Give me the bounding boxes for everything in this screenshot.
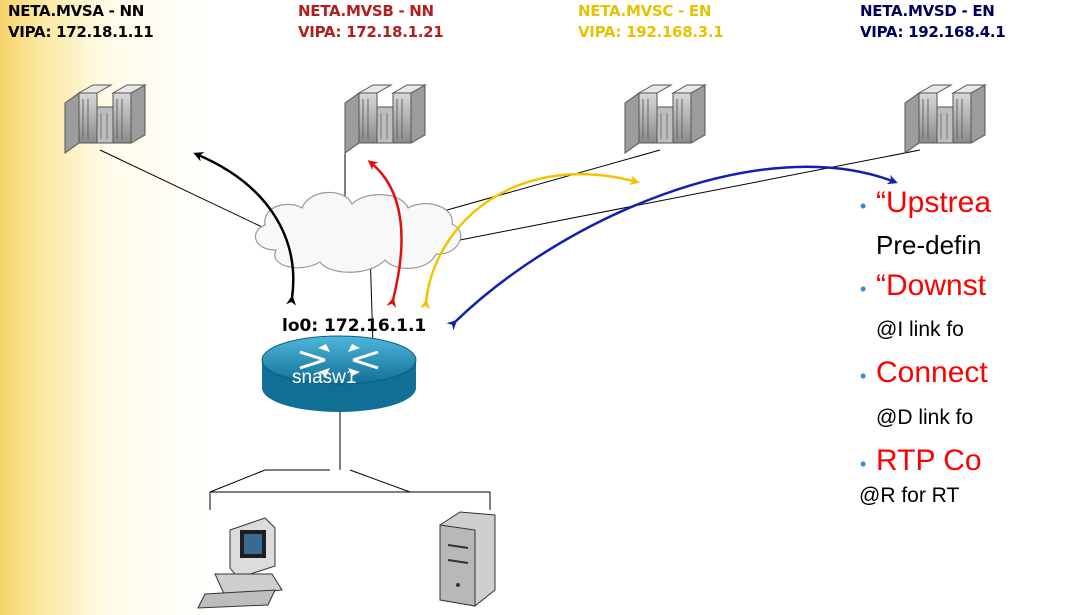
mainframe-icon	[904, 84, 986, 154]
bullet-item: “Downst	[876, 269, 986, 303]
bullet-sub: @I link fo	[876, 318, 964, 341]
host-name-mvsa: NETA.MVSA - NN	[8, 2, 144, 20]
router-name-label: snasw1	[292, 367, 357, 388]
arrow-mvsd	[446, 165, 898, 331]
link-lan-diag-right	[349, 469, 411, 493]
bullet-list: “Upstrea Pre-defin “Downst @I link fo Co…	[860, 186, 1076, 615]
bullet-sub: @D link fo	[876, 406, 974, 429]
bullet-item: Connect	[876, 356, 988, 390]
mainframe-icon	[624, 84, 706, 154]
bullet-title: “Downst	[876, 269, 987, 302]
bullet-title: Connect	[876, 356, 988, 389]
mainframe-icon	[344, 84, 426, 154]
bullet-dot: •	[860, 196, 867, 216]
bullet-dot: •	[860, 454, 867, 474]
bullet-sub: Pre-defin	[876, 230, 982, 260]
host-vipa-mvsd: VIPA: 192.168.4.1	[860, 23, 1006, 41]
link-lan-diag	[209, 469, 266, 493]
bullet-dot: •	[860, 366, 867, 386]
cloud-icon	[254, 191, 462, 273]
workstation-icon	[197, 517, 283, 609]
bullet-item: RTP Co	[876, 444, 982, 478]
arrow-mvsb	[367, 160, 403, 309]
server-icon	[439, 511, 496, 607]
bullet-item: “Upstrea	[876, 186, 991, 220]
host-vipa-mvsa: VIPA: 172.18.1.11	[8, 23, 154, 41]
connection-lines	[99, 149, 921, 510]
link-mvsd-cloud	[459, 149, 921, 241]
host-name-mvsd: NETA.MVSD - EN	[860, 2, 995, 20]
mainframe-icon	[64, 84, 146, 154]
bullet-dot: •	[860, 279, 867, 299]
link-mvsc-cloud	[439, 149, 661, 213]
host-name-mvsc: NETA.MVSC - EN	[578, 2, 712, 20]
router-loopback-label: lo0: 172.16.1.1	[282, 316, 427, 336]
arrow-mvsa	[193, 152, 297, 306]
router-icon	[261, 335, 417, 412]
bullet-title: “Upstrea	[876, 186, 992, 219]
bullet-sub: @R for RT	[860, 484, 960, 507]
host-vipa-mvsc: VIPA: 192.168.3.1	[578, 23, 724, 41]
bullet-title: RTP Co	[876, 444, 982, 477]
host-name-mvsb: NETA.MVSB - NN	[298, 2, 434, 20]
host-vipa-mvsb: VIPA: 172.18.1.21	[298, 23, 444, 41]
